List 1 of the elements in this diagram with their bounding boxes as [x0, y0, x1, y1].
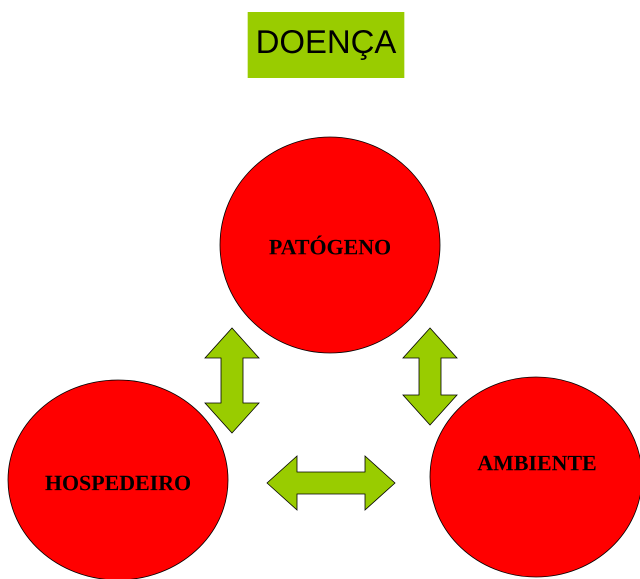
title-box: DOENÇA — [248, 12, 404, 78]
